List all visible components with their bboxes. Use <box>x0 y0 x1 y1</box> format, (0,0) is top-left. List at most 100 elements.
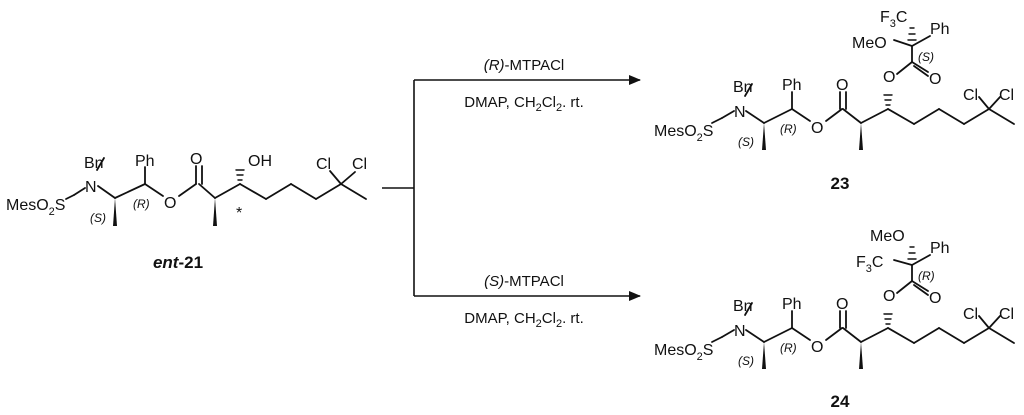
methoxy-group: MeO <box>870 228 905 245</box>
bond <box>763 327 793 343</box>
bond <box>744 302 753 316</box>
bond <box>114 183 146 199</box>
bond <box>913 327 940 344</box>
atom-cl-a: Cl <box>963 306 978 323</box>
bond <box>711 117 723 124</box>
bond <box>860 108 889 124</box>
bond <box>978 96 990 110</box>
atom-cl-b: Cl <box>999 306 1014 323</box>
atom-ester-o: O <box>811 120 823 137</box>
bond <box>329 170 342 185</box>
stereocenter-star: * <box>236 205 242 222</box>
bond <box>214 183 241 199</box>
atom-n: N <box>734 323 746 340</box>
reaction-arrows <box>382 75 641 301</box>
compound-label-23: 23 <box>831 174 850 193</box>
bond <box>988 327 1015 344</box>
wedge-bond <box>762 123 766 150</box>
bond <box>290 183 317 200</box>
bond <box>65 194 75 200</box>
bond <box>896 280 913 294</box>
bond <box>791 327 811 341</box>
atom-o-mtpa: O <box>883 69 895 86</box>
hashed-bond <box>883 94 893 106</box>
bond <box>721 329 735 338</box>
atom-bn: Bn <box>733 298 753 315</box>
atom-ph: Ph <box>782 77 802 94</box>
bond <box>911 254 931 266</box>
atom-ester-o: O <box>164 195 176 212</box>
bond <box>745 329 765 343</box>
product-23: Bn N Ph O O O O Cl Cl MesO2S F3C MeO Ph … <box>654 9 1015 193</box>
bond <box>911 35 931 47</box>
atom-o-carbonyl: O <box>190 151 202 168</box>
hashed-bond <box>235 169 245 181</box>
atom-ph: Ph <box>135 153 155 170</box>
bond <box>978 315 990 329</box>
cf3-group: F3C <box>856 254 883 275</box>
compound-label-24: 24 <box>831 392 850 411</box>
wedge-bond <box>859 123 863 150</box>
bond <box>340 171 356 185</box>
bond <box>842 327 862 343</box>
wedge-bond <box>762 342 766 369</box>
wedge-bond <box>213 198 217 226</box>
stereo-label-s: (S) <box>90 211 106 225</box>
wedge-bond <box>859 342 863 369</box>
bond <box>97 185 116 199</box>
stereo-label-mtpa: (R) <box>918 269 935 283</box>
atom-o-carbonyl: O <box>836 296 848 313</box>
hashed-bond <box>883 313 893 325</box>
product-24: Bn N Ph O O O O Cl Cl MesO2S MeO F3C Ph … <box>654 228 1015 411</box>
atom-ph-mtpa: Ph <box>930 21 950 38</box>
bond <box>144 183 164 197</box>
hashed-bond <box>907 246 917 260</box>
atom-bn: Bn <box>84 155 104 172</box>
atom-o-mtpa: O <box>883 288 895 305</box>
atom-o-mtpa-carbonyl: O <box>929 71 941 88</box>
bond <box>73 187 86 196</box>
atom-o-carbonyl: O <box>836 77 848 94</box>
cf3-group: F3C <box>880 9 907 30</box>
bond <box>938 108 965 125</box>
atom-oh: OH <box>248 153 272 170</box>
bond <box>913 65 929 77</box>
bond <box>887 327 915 344</box>
lower-conditions: DMAP, CH2Cl2. rt. <box>464 310 584 330</box>
bond <box>893 39 913 47</box>
bond <box>711 336 723 343</box>
mesylate-group: MesO2S <box>654 342 713 363</box>
bond <box>913 284 929 296</box>
compound-label-ent-21: ent-21 <box>153 253 203 272</box>
atom-cl-a: Cl <box>963 87 978 104</box>
stereo-label-mtpa: (S) <box>918 50 934 64</box>
starting-material-ent-21: Bn N Ph O OH Cl Cl O * MesO2S (S) (R) en… <box>6 151 367 272</box>
bond <box>198 183 216 199</box>
atom-ester-o: O <box>811 339 823 356</box>
bond <box>315 183 342 200</box>
upper-reagent: (R)-MTPACl <box>484 57 565 74</box>
bond <box>340 183 367 200</box>
bond <box>744 83 753 97</box>
atom-cl-a: Cl <box>316 156 331 173</box>
atom-ph-mtpa: Ph <box>930 240 950 257</box>
bond <box>178 183 197 197</box>
bond <box>763 108 793 124</box>
upper-conditions: DMAP, CH2Cl2. rt. <box>464 94 584 114</box>
atom-cl-b: Cl <box>999 87 1014 104</box>
atom-o-mtpa-carbonyl: O <box>929 290 941 307</box>
bond <box>963 108 990 125</box>
lower-reagent: (S)-MTPACl <box>484 273 564 290</box>
bond <box>825 108 843 122</box>
mesylate-group: MesO2S <box>6 197 65 218</box>
bond <box>938 327 965 344</box>
bond <box>896 61 913 75</box>
bond <box>842 108 862 124</box>
bond <box>988 108 1015 125</box>
bond <box>860 327 889 343</box>
bond <box>96 157 105 171</box>
methoxy-group: MeO <box>852 35 887 52</box>
bond <box>745 110 765 124</box>
stereo-label-s: (S) <box>738 354 754 368</box>
